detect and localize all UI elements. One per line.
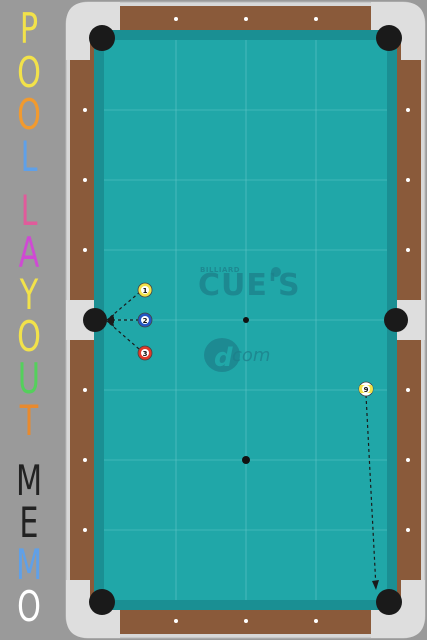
title-letter: L xyxy=(20,186,38,235)
svg-text:d: d xyxy=(214,343,233,373)
svg-text:2: 2 xyxy=(143,317,148,325)
title-letter: O xyxy=(17,48,41,97)
ball-9[interactable]: 9 xyxy=(358,381,374,397)
title-letter: M xyxy=(15,456,43,505)
title-letter: M xyxy=(15,540,43,589)
svg-text:1: 1 xyxy=(143,287,148,295)
pockets xyxy=(83,25,408,615)
side-title: P O O L L A Y O U T M E M O xyxy=(0,0,58,640)
arrow-heads xyxy=(106,314,379,590)
title-letter: O xyxy=(17,90,41,139)
shot-line-3 xyxy=(107,321,140,350)
pocket-mid-left xyxy=(83,308,107,332)
logo-cues-text: CUE'S xyxy=(198,268,301,303)
svg-text:9: 9 xyxy=(364,386,369,394)
logo-com-text: com xyxy=(232,345,271,366)
corner-plate xyxy=(371,2,425,60)
title-letter: Y xyxy=(19,270,39,319)
title-letter: L xyxy=(20,132,38,181)
pocket-bottom-right xyxy=(376,589,402,615)
corner-plate xyxy=(371,580,425,638)
corner-plate xyxy=(66,2,120,60)
title-letter: O xyxy=(17,582,41,631)
title-letter: O xyxy=(17,312,41,361)
logo-billiard-text: BILLIARD xyxy=(200,266,241,274)
title-letter: U xyxy=(17,354,41,403)
corner-plate xyxy=(66,580,120,638)
logo-d-icon: d xyxy=(204,267,281,373)
center-spot xyxy=(243,317,249,323)
title-letter: E xyxy=(19,498,39,547)
title-letter: T xyxy=(19,396,39,445)
pocket-bottom-left xyxy=(89,589,115,615)
foot-spot xyxy=(242,456,250,464)
pocket-mid-right xyxy=(384,308,408,332)
ball-3[interactable]: 3 xyxy=(137,345,153,361)
pocket-top-right xyxy=(376,25,402,51)
svg-text:3: 3 xyxy=(143,350,148,358)
ball-1[interactable]: 1 xyxy=(137,282,153,298)
rail-diamonds xyxy=(83,17,410,623)
shot-line-1 xyxy=(107,291,141,320)
pocket-top-left xyxy=(89,25,115,51)
title-letter: P xyxy=(19,4,39,53)
ball-2[interactable]: 2 xyxy=(137,312,153,328)
shot-line-9 xyxy=(365,394,377,589)
title-letter: A xyxy=(18,228,40,277)
